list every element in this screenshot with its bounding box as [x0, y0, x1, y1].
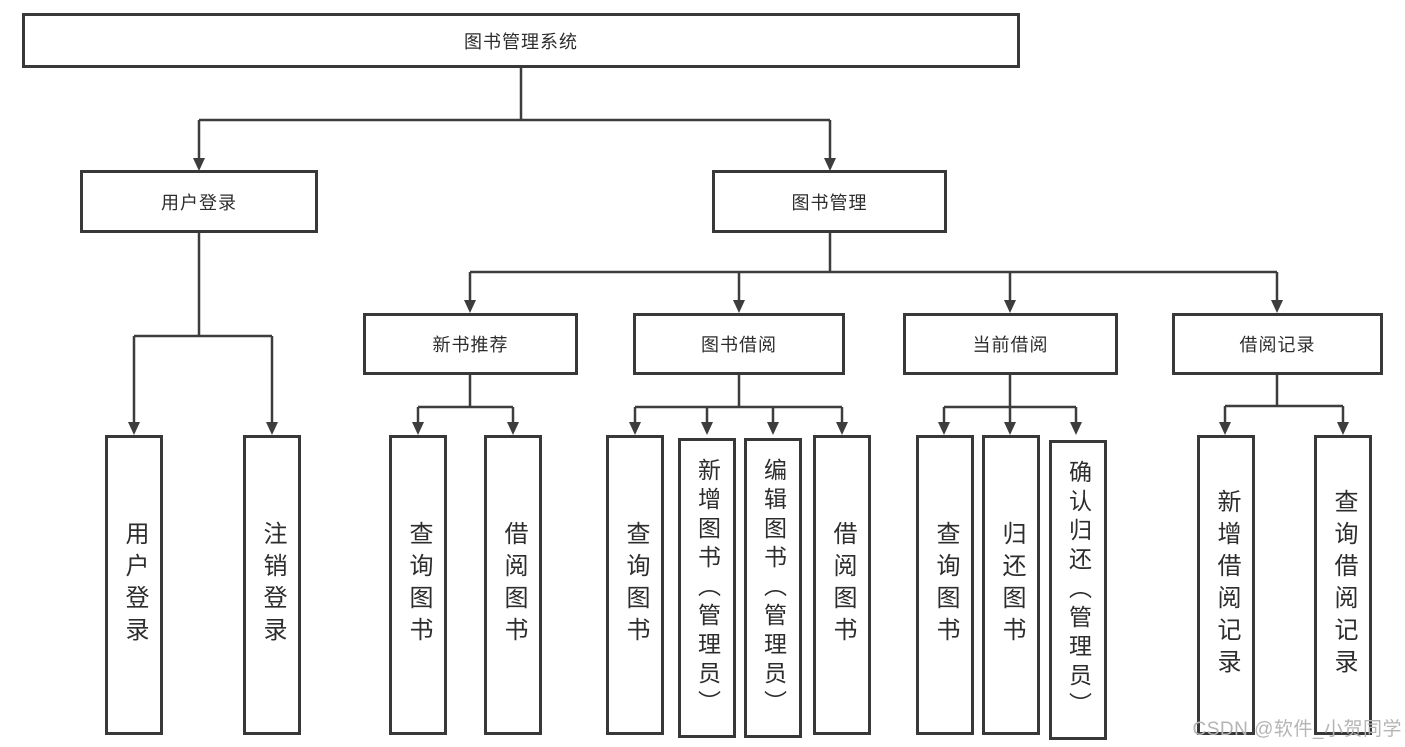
leaf-bb-add-books-admin-label: 新增图书（管理员）: [694, 457, 721, 719]
node-book-management: 图书管理: [712, 170, 947, 233]
leaf-bb-add-books-admin: 新增图书（管理员）: [678, 438, 736, 738]
leaf-logout: 注销登录: [243, 435, 301, 735]
node-book-borrowing-label: 图书借阅: [701, 335, 777, 355]
leaf-user-login: 用户登录: [105, 435, 163, 735]
leaf-bb-borrow-books-label: 借阅图书: [829, 521, 856, 649]
leaf-user-login-label: 用户登录: [121, 521, 148, 649]
leaf-bb-query-books-label: 查询图书: [622, 521, 649, 649]
leaf-cb-return-books: 归还图书: [982, 435, 1040, 735]
leaf-bb-edit-books-admin-label: 编辑图书（管理员）: [760, 457, 787, 719]
leaf-br-add-record-label: 新增借阅记录: [1213, 489, 1240, 681]
leaf-cb-return-books-label: 归还图书: [998, 521, 1025, 649]
leaf-bb-query-books: 查询图书: [606, 435, 664, 735]
csdn-watermark: CSDN @软件_小贺同学: [1192, 719, 1402, 740]
leaf-cb-query-books: 查询图书: [916, 435, 974, 735]
node-new-book-recommend: 新书推荐: [363, 313, 578, 375]
leaf-nr-query-books-label: 查询图书: [405, 521, 432, 649]
node-borrowing-records-label: 借阅记录: [1239, 335, 1316, 355]
node-current-borrowing-label: 当前借阅: [972, 335, 1049, 355]
leaf-bb-edit-books-admin: 编辑图书（管理员）: [744, 438, 802, 738]
node-new-book-recommend-label: 新书推荐: [432, 335, 509, 355]
leaf-cb-query-books-label: 查询图书: [932, 521, 959, 649]
leaf-br-add-record: 新增借阅记录: [1197, 435, 1255, 735]
leaf-nr-borrow-books-label: 借阅图书: [500, 521, 527, 649]
node-borrowing-records: 借阅记录: [1172, 313, 1383, 375]
node-root-label: 图书管理系统: [464, 31, 578, 52]
node-book-management-label: 图书管理: [791, 192, 868, 213]
leaf-cb-confirm-return-admin: 确认归还（管理员）: [1049, 440, 1107, 740]
leaf-nr-borrow-books: 借阅图书: [484, 435, 542, 735]
leaf-logout-label: 注销登录: [259, 521, 286, 649]
leaf-cb-confirm-return-admin-label: 确认归还（管理员）: [1065, 459, 1092, 721]
node-user-login-label: 用户登录: [161, 192, 237, 213]
node-current-borrowing: 当前借阅: [903, 313, 1118, 375]
node-root: 图书管理系统: [22, 13, 1020, 68]
leaf-br-query-record: 查询借阅记录: [1314, 435, 1372, 735]
node-user-login: 用户登录: [80, 170, 318, 233]
node-book-borrowing: 图书借阅: [633, 313, 845, 375]
leaf-nr-query-books: 查询图书: [389, 435, 447, 735]
leaf-br-query-record-label: 查询借阅记录: [1330, 489, 1357, 681]
leaf-bb-borrow-books: 借阅图书: [813, 435, 871, 735]
